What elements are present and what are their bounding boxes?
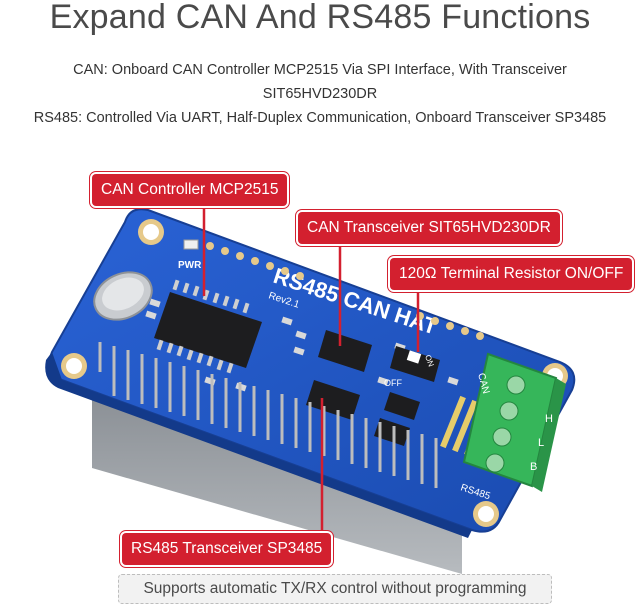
terminal-letter-a: A xyxy=(522,485,530,497)
terminal-letter-b: B xyxy=(530,461,537,473)
can-port-label: CAN xyxy=(475,372,491,395)
feature-note: Supports automatic TX/RX control without… xyxy=(118,574,552,604)
pwr-led xyxy=(183,239,199,250)
callout-rs485-transceiver: RS485 Transceiver SP3485 xyxy=(122,533,332,565)
crystal-oscillator xyxy=(93,271,153,321)
mcp2515-chip xyxy=(154,279,262,374)
terminal-switch xyxy=(390,346,440,382)
terminal-letter-l: L xyxy=(538,437,544,449)
can-transceiver-chip xyxy=(318,330,372,372)
mounting-hole xyxy=(473,501,499,527)
rs485-transceiver-chip xyxy=(306,380,360,420)
callout-terminal-resistor: 120Ω Terminal Resistor ON/OFF xyxy=(390,258,633,290)
gpio-header-pins xyxy=(98,342,438,488)
mounting-hole xyxy=(138,219,164,245)
switch-on-label: ON xyxy=(423,354,436,369)
rs485-description: RS485: Controlled Via UART, Half-Duplex … xyxy=(33,110,607,126)
gpio-holes xyxy=(206,242,484,340)
terminal-letter-h: H xyxy=(545,413,553,425)
callout-can-controller: CAN Controller MCP2515 xyxy=(92,174,288,206)
callout-leaders xyxy=(202,202,420,532)
screw-terminal xyxy=(462,352,566,492)
switch-off-label: OFF xyxy=(384,378,402,388)
pwr-label: PWR xyxy=(178,260,202,271)
page-title: Expand CAN And RS485 Functions xyxy=(49,0,591,36)
gpio-header-body xyxy=(92,392,462,574)
can-description-cont: SIT65HVD230DR xyxy=(262,86,378,102)
mounting-hole xyxy=(61,353,87,379)
callout-can-transceiver: CAN Transceiver SIT65HVD230DR xyxy=(298,212,560,244)
can-description: CAN: Onboard CAN Controller MCP2515 Via … xyxy=(73,62,567,78)
